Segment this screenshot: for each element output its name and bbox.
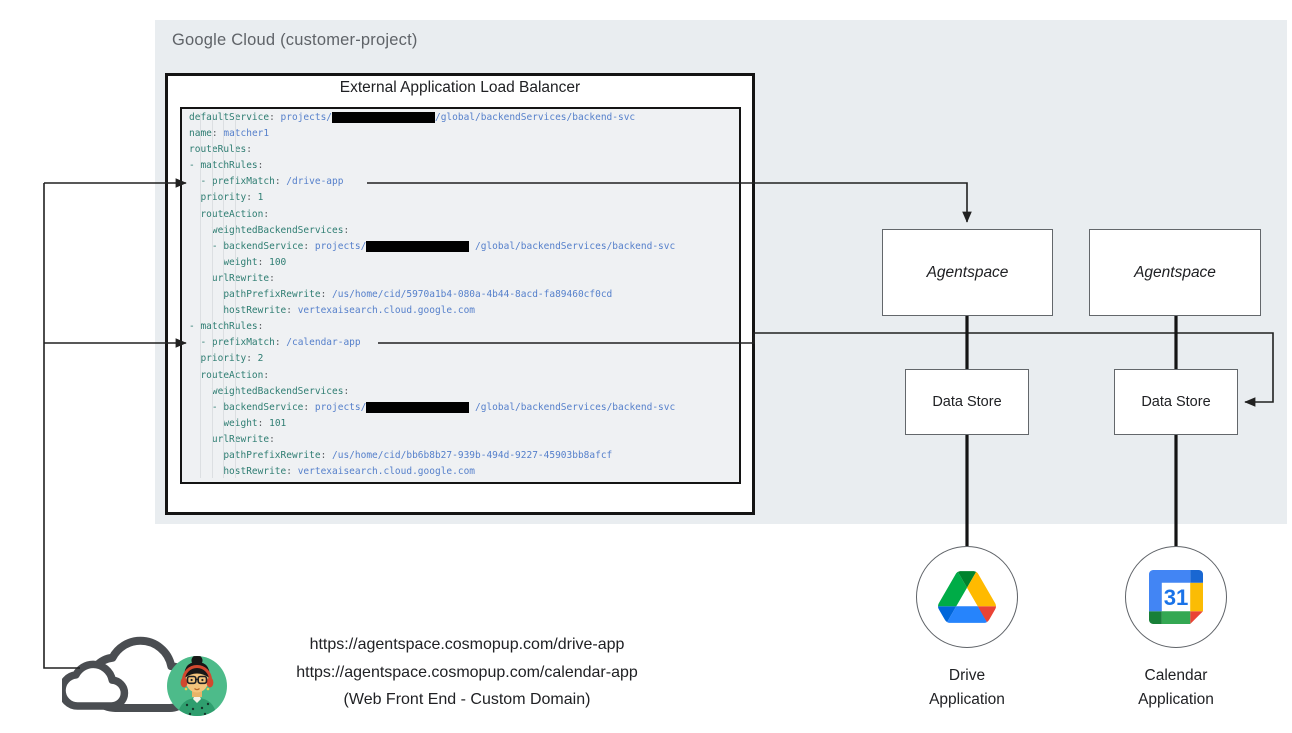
google-drive-icon [938,571,996,623]
frontend-caption: (Web Front End - Custom Domain) [343,691,591,708]
google-calendar-icon: 31 [1149,570,1203,624]
drive-app-label: Drive Application [929,667,1005,708]
data-store-label: Data Store [1141,394,1211,410]
code-line: name: matcher1 [189,128,270,140]
code-line: routeAction: [200,208,270,220]
code-line: defaultService: projects/ /global/backen… [189,112,636,123]
code-line: urlRewrite: [211,433,275,445]
calendar-app-url: https://agentspace.cosmopup.com/calendar… [296,663,638,681]
code-line: priority: 2 [200,353,264,365]
code-line: pathPrefixRewrite: /us/home/cid/bb6b8b27… [223,449,613,461]
code-line: hostRewrite: vertexaisearch.cloud.google… [223,466,476,478]
code-block: defaultService: projects/ /global/backen… [180,107,741,484]
drive-app-circle [916,546,1018,648]
calendar-app-circle: 31 [1125,546,1227,648]
indent-guide [223,113,224,478]
indent-guide [212,113,213,478]
drive-app-url: https://agentspace.cosmopup.com/drive-ap… [309,636,625,653]
connector-user-to-lb [43,183,80,669]
code-line: - backendService: projects/ /global/back… [211,401,676,413]
code-line: - matchRules: [189,321,264,333]
code-line: - prefixMatch: /calendar-app [200,337,361,349]
agentspace-label: Agentspace [1134,263,1216,281]
data-store-box-1: Data Store [905,369,1029,435]
data-store-label: Data Store [932,394,1002,410]
code-line: - backendService: projects/ /global/back… [211,240,676,252]
code-line: pathPrefixRewrite: /us/home/cid/5970a1b4… [223,289,613,301]
agentspace-box-1: Agentspace [882,229,1053,316]
code-line: priority: 1 [200,192,264,204]
data-store-box-2: Data Store [1114,369,1238,435]
load-balancer-title: External Application Load Balancer [339,79,581,96]
calendar-app-label: Calendar Application [1138,667,1214,708]
code-line: weightedBackendServices: [211,385,350,397]
google-cloud-region-label: Google Cloud (customer-project) [172,31,418,49]
code-line: - matchRules: [189,160,264,172]
calendar-day-number: 31 [1164,585,1189,610]
indent-guide [200,113,201,478]
code-line: routeRules: [189,144,252,156]
agentspace-box-2: Agentspace [1089,229,1261,316]
code-line: weightedBackendServices: [211,224,350,236]
code-line: weight: 100 [223,256,287,268]
frontend-url-block: https://agentspace.cosmopup.com/drive-ap… [257,631,677,714]
code-line: routeAction: [200,369,270,381]
code-line: weight: 101 [223,417,287,429]
code-line: hostRewrite: vertexaisearch.cloud.google… [223,305,476,317]
indent-guide [235,113,236,478]
user-avatar [167,656,227,716]
code-line: - prefixMatch: /drive-app [200,176,344,188]
agentspace-label: Agentspace [926,263,1009,281]
code-line: urlRewrite: [211,272,275,284]
